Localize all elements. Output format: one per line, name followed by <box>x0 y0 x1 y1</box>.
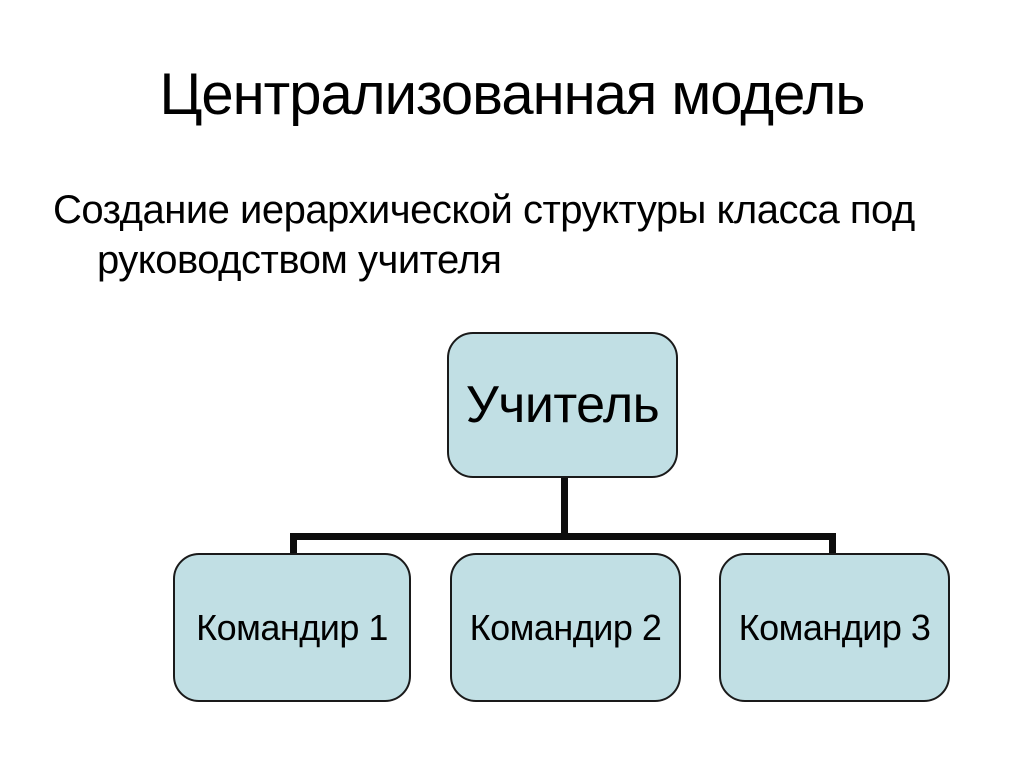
connector-stub-left <box>290 537 297 554</box>
commander-node-3-label: Командир 3 <box>738 606 931 648</box>
connector-horizontal-line <box>290 533 836 540</box>
commander-node-1: Командир 1 <box>173 553 411 702</box>
connector-vertical-line <box>561 477 568 540</box>
slide-subtitle: Создание иерархической структуры класса … <box>53 185 983 285</box>
slide-title: Централизованная модель <box>159 62 865 127</box>
teacher-node: Учитель <box>447 332 678 478</box>
commander-node-3: Командир 3 <box>719 553 950 702</box>
subtitle-line-2: руководством учителя <box>97 238 502 282</box>
commander-node-2-label: Командир 2 <box>469 606 662 648</box>
commander-node-1-label: Командир 1 <box>196 606 388 648</box>
connector-stub-right <box>829 537 836 554</box>
subtitle-line-1: Создание иерархической структуры класса … <box>53 188 915 232</box>
teacher-node-label: Учитель <box>465 376 660 434</box>
commander-node-2: Командир 2 <box>450 553 681 702</box>
